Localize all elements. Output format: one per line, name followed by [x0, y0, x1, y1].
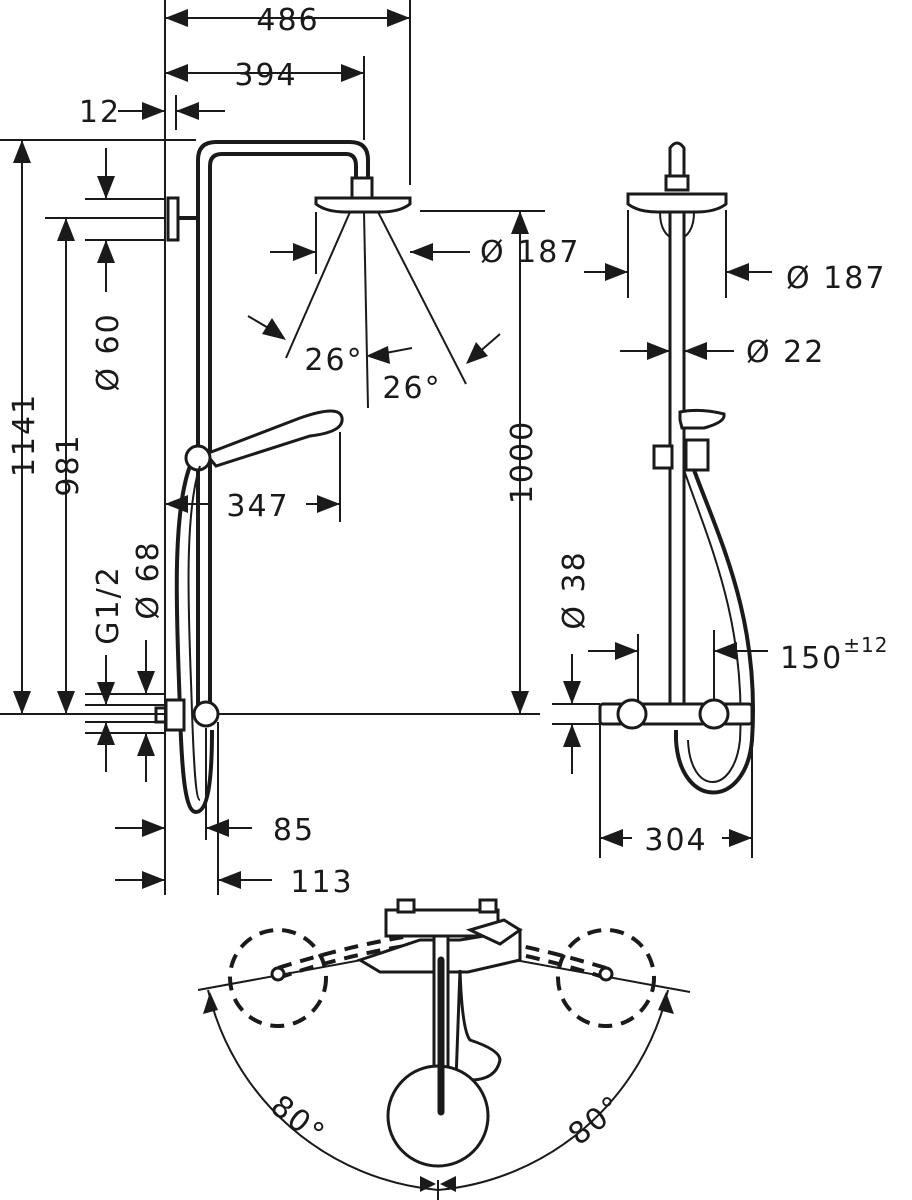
top-hand-shower: [454, 969, 502, 1082]
dim-85-label: 85: [273, 813, 315, 848]
rotated-position-right: [556, 928, 656, 1028]
dim-1000-label: 1000: [505, 420, 540, 504]
wall-bracket: [166, 196, 180, 242]
head-shower: [314, 196, 412, 214]
thermostat-mixer: [164, 698, 186, 732]
dim-981-label: 981: [51, 433, 86, 496]
side-view: [598, 141, 755, 795]
dim-1141-label: 1141: [7, 393, 42, 477]
side-view-dimensions: [552, 210, 772, 858]
side-arm-top: [668, 141, 686, 180]
dim-347-label: 347: [226, 489, 289, 524]
side-hand-shower: [678, 408, 726, 430]
riser-pipe-inner: [208, 152, 358, 712]
spray-line-left: [285, 211, 351, 359]
dim-dia-60-label: Ø 60: [91, 312, 126, 391]
dim-486-label: 486: [256, 3, 319, 38]
angle-left-label: 26°: [304, 343, 363, 378]
side-dim-dia-187-label: Ø 187: [786, 261, 886, 296]
swivel-arc-right: [437, 989, 669, 1191]
front-view: [154, 140, 467, 815]
hand-shower: [203, 409, 344, 468]
side-dim-dia-22-label: Ø 22: [746, 335, 825, 370]
angle-right-label: 26°: [382, 371, 441, 406]
dim-dia-187-front-label: Ø 187: [480, 235, 580, 270]
dim-dia-68-label: Ø 68: [131, 540, 166, 619]
side-dim-150-value: 150: [780, 641, 843, 676]
side-dim-dia-38-label: Ø 38: [557, 550, 592, 629]
top-angle-left-label: 80°: [264, 1089, 332, 1153]
riser-pipe: [196, 140, 370, 712]
side-dim-150-label: 150±12: [780, 633, 888, 676]
side-dim-304-label: 304: [644, 823, 707, 858]
dim-394-label: 394: [234, 58, 297, 93]
top-view: [197, 898, 691, 1200]
spray-line-right: [377, 211, 467, 385]
top-angle-right-label: 80°: [562, 1089, 630, 1153]
rotated-position-left: [228, 928, 328, 1028]
dim-g12-label: G1/2: [91, 565, 126, 645]
side-head-shower: [626, 192, 728, 214]
side-view-labels: Ø 187 Ø 22 Ø 38 150±12 304: [557, 261, 888, 858]
dim-113-label: 113: [290, 865, 353, 900]
dim-12-label: 12: [79, 95, 121, 130]
front-view-dimensions: [0, 0, 545, 895]
front-view-labels: 486 394 12 1141 981 Ø 60 Ø 187 26° 26° 1…: [7, 3, 580, 900]
side-dim-150-tolerance: ±12: [843, 633, 888, 657]
swivel-arc-left: [207, 989, 439, 1191]
spray-line-center: [363, 211, 369, 409]
